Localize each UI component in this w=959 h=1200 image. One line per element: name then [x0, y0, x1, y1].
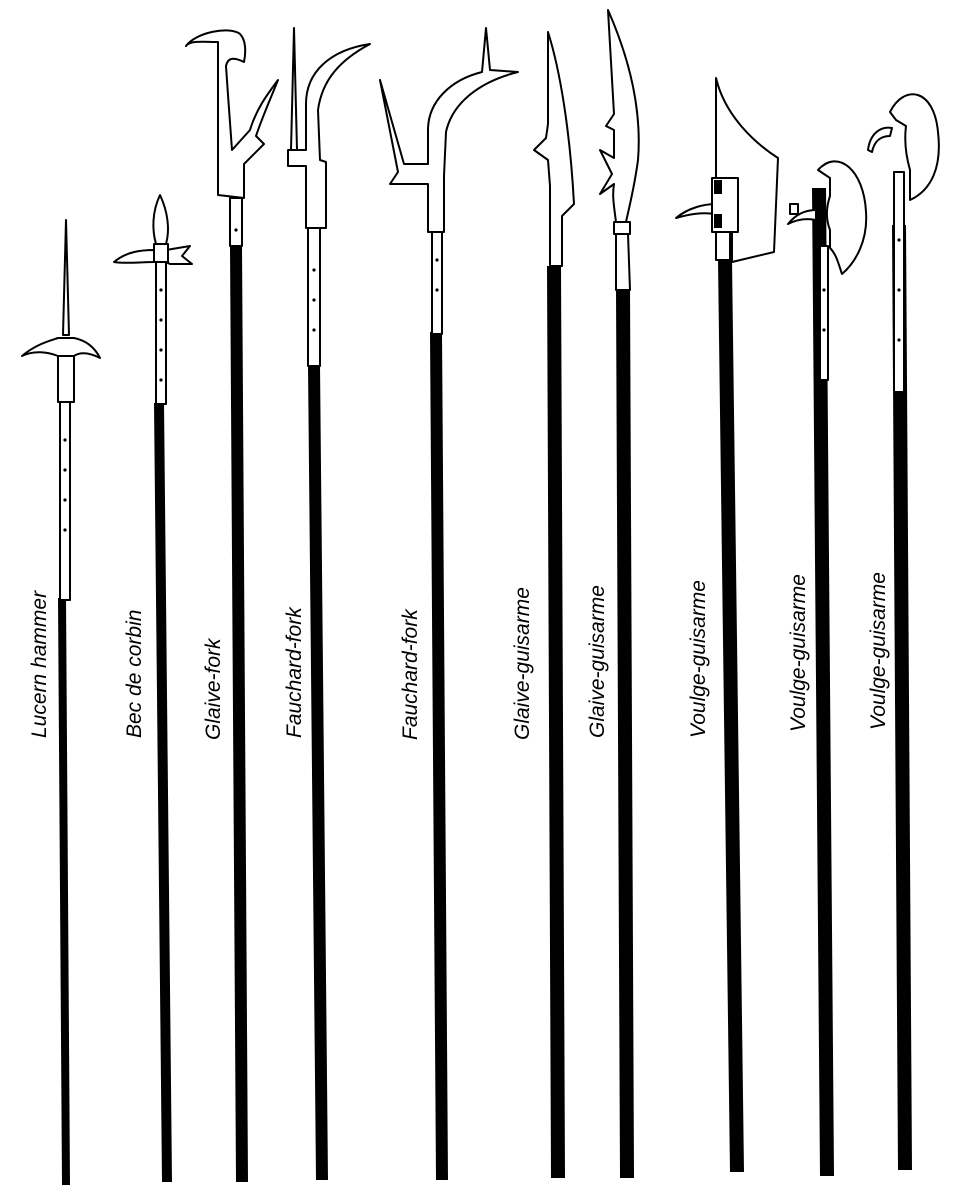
- shaft: [58, 598, 70, 1185]
- fauchard-fork-2: Fauchard-fork: [379, 27, 519, 1180]
- glaive-hook-head-icon-1: [533, 31, 575, 267]
- axe-blade-head-icon-2: [867, 93, 940, 393]
- voulge-guisarme-2: Voulge-guisarme: [787, 160, 868, 1176]
- fauchard-fork-1: Fauchard-fork: [283, 27, 371, 1180]
- shaft: [230, 246, 248, 1182]
- glaive-hook-head-icon-2: [599, 9, 640, 291]
- weapon-label: Fauchard-fork: [399, 608, 422, 740]
- shaft: [430, 332, 448, 1180]
- weapon-label: Bec de corbin: [123, 610, 146, 738]
- voulge-guisarme-1: Voulge-guisarme: [675, 77, 779, 1172]
- weapon-label: Voulge-guisarme: [787, 574, 810, 732]
- voulge-blade-head-icon: [675, 77, 779, 263]
- weapon-label: Glaive-guisarme: [586, 585, 609, 738]
- weapon-label: Glaive-fork: [202, 637, 225, 740]
- hammer-spike-head-icon: [21, 219, 101, 601]
- weapon-label: Fauchard-fork: [283, 606, 306, 738]
- shaft: [812, 188, 834, 1176]
- shaft: [547, 266, 565, 1178]
- glaive-guisarme-2: Glaive-guisarme: [586, 9, 640, 1178]
- shaft: [892, 225, 912, 1170]
- curved-fork-head-icon-1: [287, 27, 371, 367]
- hooked-glaive-head-icon: [185, 29, 279, 247]
- weapon-label: Voulge-guisarme: [867, 572, 890, 730]
- weapon-label: Voulge-guisarme: [687, 580, 710, 738]
- bec-de-corbin: Bec de corbin: [113, 194, 193, 1182]
- lucern-hammer: Lucern hammer: [21, 219, 101, 1185]
- glaive-guisarme-1: Glaive-guisarme: [511, 31, 575, 1178]
- shaft: [154, 403, 172, 1182]
- weapon-label: Lucern hammer: [28, 590, 51, 738]
- shaft: [718, 260, 744, 1172]
- shaft: [616, 288, 634, 1178]
- shaft: [308, 365, 328, 1180]
- axe-blade-head-icon-1: [787, 160, 868, 381]
- weapon-label: Glaive-guisarme: [511, 587, 534, 740]
- voulge-guisarme-3: Voulge-guisarme: [867, 93, 940, 1170]
- curved-fork-head-icon-2: [379, 27, 519, 335]
- glaive-fork: Glaive-fork: [185, 29, 279, 1182]
- spear-beak-head-icon: [113, 194, 193, 405]
